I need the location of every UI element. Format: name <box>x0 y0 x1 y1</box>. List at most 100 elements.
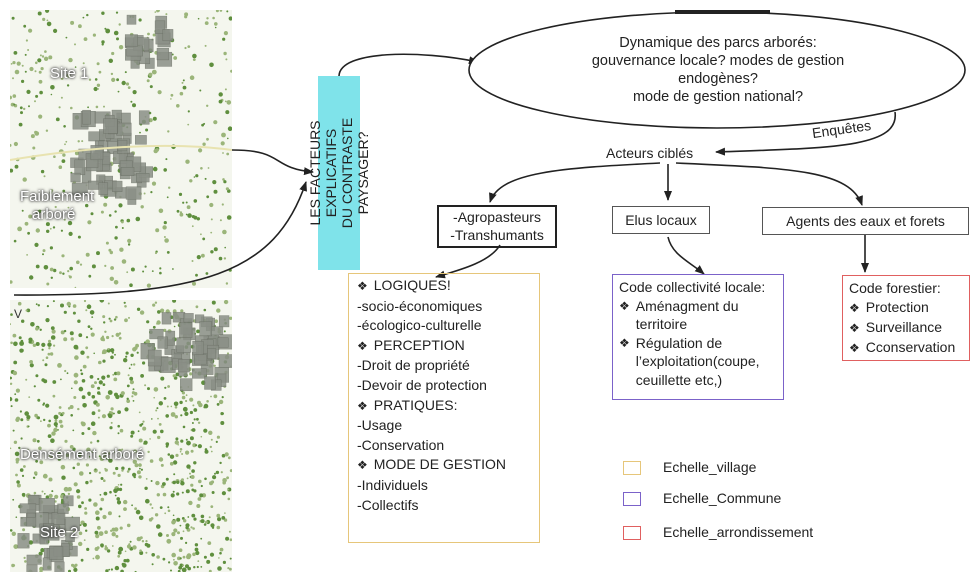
forest-item-2: ❖Surveillance <box>849 319 943 335</box>
ellipse-line2: gouvernance locale? modes de gestion <box>591 53 845 69</box>
tree-dot <box>191 422 194 424</box>
tree-dot <box>156 407 159 410</box>
tree-dot <box>193 176 196 178</box>
tree-dot <box>93 502 98 507</box>
tree-dot <box>13 103 16 106</box>
tree-dot <box>130 100 133 103</box>
tree-dot <box>163 236 166 238</box>
tree-dot <box>68 231 73 236</box>
tree-dot <box>156 524 161 529</box>
tree-dot <box>197 421 201 424</box>
tree-dot <box>10 168 14 173</box>
tree-dot <box>69 266 73 271</box>
tree-dot <box>129 380 134 385</box>
tree-dot <box>227 567 230 570</box>
tree-dot <box>164 238 169 243</box>
tree-dot <box>90 441 93 444</box>
tree-dot <box>38 114 43 119</box>
tree-dot <box>105 395 110 400</box>
contrast-factors-text: LES FACTEURS EXPLICATIFS DU CONTRASTE PA… <box>307 76 371 270</box>
tree-dot <box>129 283 133 288</box>
tree-dot <box>145 498 150 504</box>
tree-dot <box>38 70 42 74</box>
tree-dot <box>101 43 104 46</box>
tree-dot <box>10 405 13 408</box>
tree-dot <box>206 195 210 199</box>
tree-dot <box>172 514 175 517</box>
tree-dot <box>120 569 124 572</box>
tree-dot <box>41 490 44 493</box>
tree-dot <box>121 80 126 86</box>
tree-dot <box>107 511 112 516</box>
tree-dot <box>123 507 127 511</box>
tree-dot <box>178 548 183 552</box>
faiblement-label-1: Faiblement <box>20 188 95 205</box>
tree-dot <box>138 411 141 414</box>
bullet-icon: ❖ <box>357 338 368 353</box>
tree-dot <box>102 315 106 319</box>
tree-dot <box>157 417 159 420</box>
tree-dot <box>42 403 45 406</box>
tree-dot <box>206 400 209 403</box>
tree-dot <box>35 417 38 419</box>
tree-dot <box>45 222 50 227</box>
tree-dot <box>155 409 158 412</box>
tree-dot <box>28 337 33 342</box>
tree-dot <box>97 416 100 419</box>
tree-dot <box>163 221 167 225</box>
tree-dot <box>142 420 145 423</box>
village-line: ❖PRATIQUES: <box>357 396 458 413</box>
settlement-patch <box>70 109 153 205</box>
tree-dot <box>83 300 87 303</box>
tree-dot <box>14 451 20 457</box>
tree-dot <box>32 146 36 150</box>
tree-dot <box>127 243 131 246</box>
tree-dot <box>225 110 230 115</box>
tree-dot <box>227 488 230 491</box>
tree-dot <box>29 360 33 364</box>
tree-dot <box>25 39 28 42</box>
tree-dot <box>96 251 100 256</box>
bullet-icon: ❖ <box>619 298 630 313</box>
tree-dot <box>130 434 134 438</box>
tree-dot <box>20 437 23 440</box>
tree-dot <box>138 18 142 22</box>
tree-dot <box>46 305 50 308</box>
tree-dot <box>57 363 62 368</box>
tree-dot <box>150 191 153 194</box>
tree-dot <box>36 416 40 420</box>
tree-dot <box>88 78 92 81</box>
tree-dot <box>186 440 191 446</box>
tree-dot <box>92 33 96 37</box>
tree-dot <box>42 17 46 21</box>
tree-dot <box>105 457 109 460</box>
tree-dot <box>118 448 122 453</box>
tree-dot <box>98 455 101 458</box>
tree-dot <box>160 308 165 313</box>
tree-dot <box>72 466 76 470</box>
tree-dot <box>114 565 120 571</box>
tree-dot <box>104 27 107 30</box>
tree-dot <box>179 524 182 527</box>
tree-dot <box>37 398 41 402</box>
road-line <box>10 144 232 161</box>
tree-dot <box>82 522 87 527</box>
bottom-satellite-map: V Densément arboré Site 2 <box>10 300 232 572</box>
tree-dot <box>34 130 38 134</box>
tree-dot <box>101 351 105 355</box>
tree-dot <box>118 515 121 518</box>
tree-dot <box>35 459 38 463</box>
tree-dot <box>38 209 42 213</box>
tree-dot <box>92 557 95 560</box>
tree-dot <box>87 220 92 225</box>
tree-dot <box>10 341 13 345</box>
tree-dot <box>22 528 26 532</box>
tree-dot <box>52 394 56 398</box>
tree-dot <box>163 397 167 400</box>
tree-dot <box>121 220 124 224</box>
tree-dot <box>68 275 72 279</box>
tree-dot <box>224 246 226 249</box>
tree-dot <box>177 531 180 535</box>
tree-dot <box>81 432 85 435</box>
